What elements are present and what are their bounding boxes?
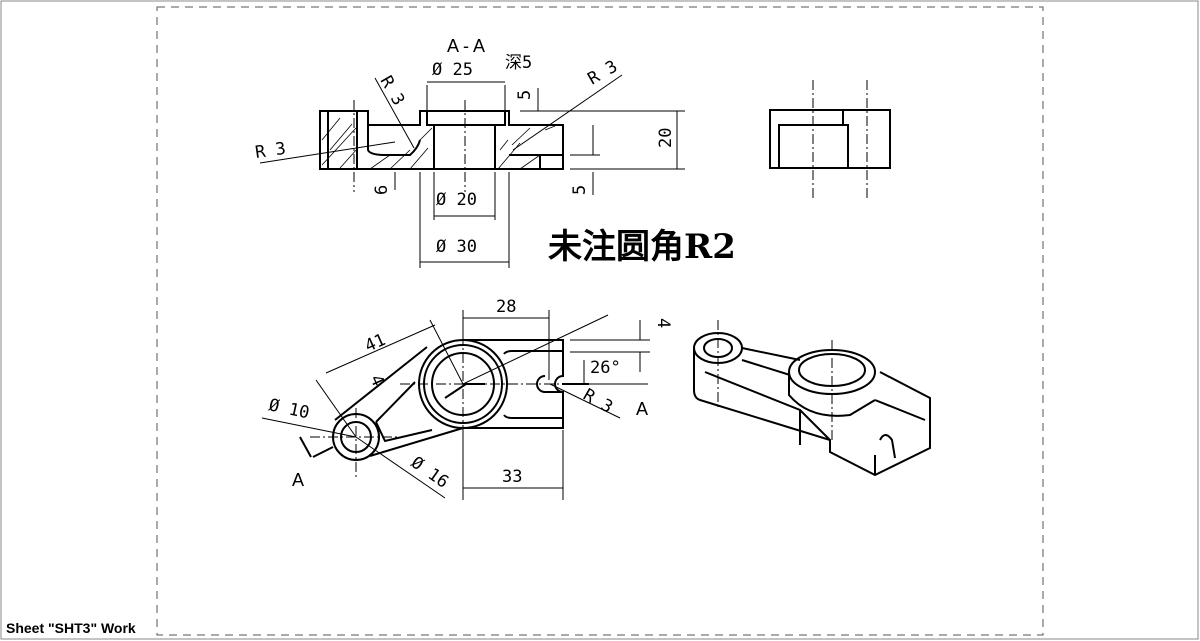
section-mark-right: A [636, 399, 648, 419]
dim-r3-mid: R 3 [376, 73, 409, 110]
top-view[interactable]: 28 33 41 4 4 26° R 3 Ø 10 Ø 16 A A [261, 297, 673, 500]
dim-d10: Ø 10 [267, 395, 311, 423]
dim-4-right: 4 [653, 318, 673, 328]
dim-d16: Ø 16 [407, 453, 452, 493]
section-mark-left: A [292, 470, 304, 490]
dim-41: 41 [362, 330, 389, 357]
dim-r3-slot: R 3 [580, 385, 617, 418]
dim-28: 28 [496, 297, 516, 317]
status-bar-text: Sheet "SHT3" Work [6, 620, 136, 636]
isometric-view[interactable] [693, 320, 931, 477]
dim-5-top: 5 [515, 90, 535, 100]
section-view[interactable]: A - A Ø 25 深5 Ø 20 Ø 30 20 5 5 6 R 3 R 3… [254, 36, 868, 268]
dim-r3-left: R 3 [254, 139, 287, 163]
dim-d30: Ø 30 [436, 237, 477, 257]
dim-5-bottom: 5 [570, 185, 590, 195]
section-arrows [299, 383, 589, 458]
dim-angle: 26° [590, 358, 621, 378]
dim-depth: 深5 [505, 53, 532, 73]
section-hatching [321, 117, 556, 170]
dim-d25: Ø 25 [432, 60, 473, 80]
dim-20: 20 [656, 128, 676, 148]
dim-6: 6 [372, 185, 392, 195]
dim-33: 33 [502, 467, 522, 487]
dim-r3-right: R 3 [585, 57, 622, 90]
side-view[interactable] [769, 109, 891, 169]
sheet-border [156, 6, 1044, 636]
fillet-note: 未注圆角R2 [548, 227, 736, 267]
section-title: A - A [447, 36, 485, 56]
dim-d20: Ø 20 [436, 190, 477, 210]
